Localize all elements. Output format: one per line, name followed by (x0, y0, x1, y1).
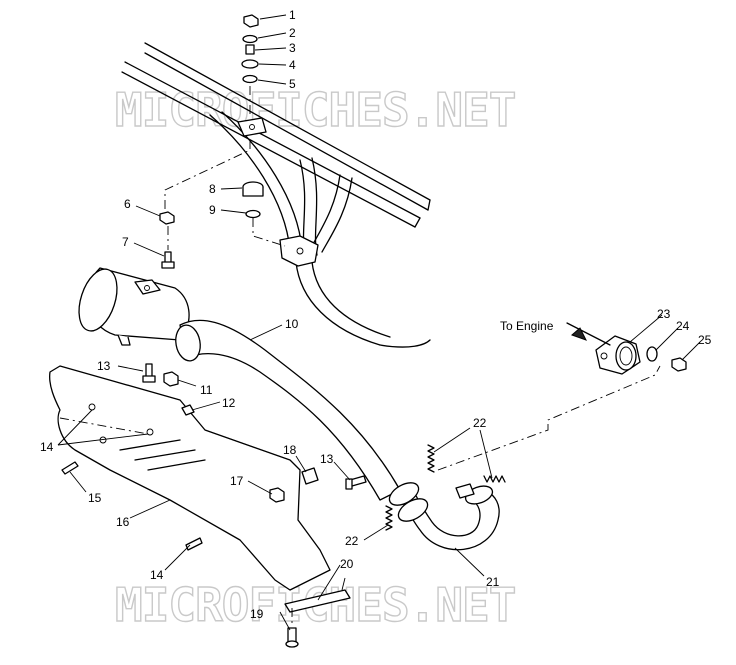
nut-icon (159, 211, 175, 225)
heat-shield (49, 365, 331, 591)
nut-icon (163, 371, 179, 387)
washer-icon (242, 34, 258, 44)
grommet-icon (241, 59, 259, 69)
leader-lines (57, 14, 701, 631)
watermark-top: MICROFICHES.NET (115, 83, 515, 137)
washer-icon (646, 346, 658, 362)
clip-icon (181, 404, 195, 416)
spacer-icon (245, 44, 255, 55)
callout-22-lower: 22 (345, 534, 359, 548)
nut-icon (671, 357, 687, 372)
washer-icon (242, 74, 258, 84)
nut-icon (245, 209, 261, 219)
engine-flange: To Engine (500, 319, 687, 375)
frame-rails (121, 42, 431, 348)
bracket-icon (284, 589, 351, 613)
callout-18: 18 (283, 443, 297, 457)
callout-1: 1 (289, 8, 296, 22)
exhaust-pipe (363, 365, 661, 551)
callout-2: 2 (289, 26, 296, 40)
callout-7: 7 (122, 235, 129, 249)
callout-6: 6 (124, 197, 131, 211)
callout-3: 3 (289, 41, 296, 55)
rivet-icon (287, 627, 297, 643)
pin-icon (185, 537, 203, 551)
callout-22-upper: 22 (473, 416, 487, 430)
nut-icon (269, 487, 285, 503)
callout-14-lower: 14 (150, 568, 164, 582)
callout-23: 23 (657, 307, 671, 321)
clip-icon (301, 467, 319, 485)
callout-13-lower: 13 (320, 452, 334, 466)
callout-21: 21 (486, 575, 500, 589)
callout-10: 10 (285, 317, 299, 331)
callout-25: 25 (698, 333, 712, 347)
callout-14-upper: 14 (40, 440, 54, 454)
mount-hardware (159, 140, 286, 269)
callout-13-upper: 13 (97, 359, 111, 373)
callout-numbers: 1 2 3 4 5 6 7 8 9 10 11 12 13 13 14 14 1… (40, 8, 712, 621)
callout-20: 20 (340, 557, 354, 571)
hardware-stack-top (241, 14, 259, 118)
arrow-left-icon (571, 327, 588, 341)
callout-24: 24 (676, 319, 690, 333)
callout-8: 8 (209, 182, 216, 196)
callout-12: 12 (222, 396, 236, 410)
callout-5: 5 (289, 77, 296, 91)
callout-4: 4 (289, 58, 296, 72)
callout-17: 17 (230, 474, 244, 488)
nut-icon (243, 14, 259, 28)
to-engine-label: To Engine (500, 319, 554, 333)
callout-16: 16 (116, 515, 130, 529)
callout-15: 15 (88, 491, 102, 505)
small-hardware (61, 363, 367, 648)
screw-icon (61, 461, 79, 475)
callout-11: 11 (200, 383, 213, 397)
callout-9: 9 (209, 203, 216, 217)
muffler (78, 267, 401, 501)
callout-19: 19 (250, 607, 264, 621)
